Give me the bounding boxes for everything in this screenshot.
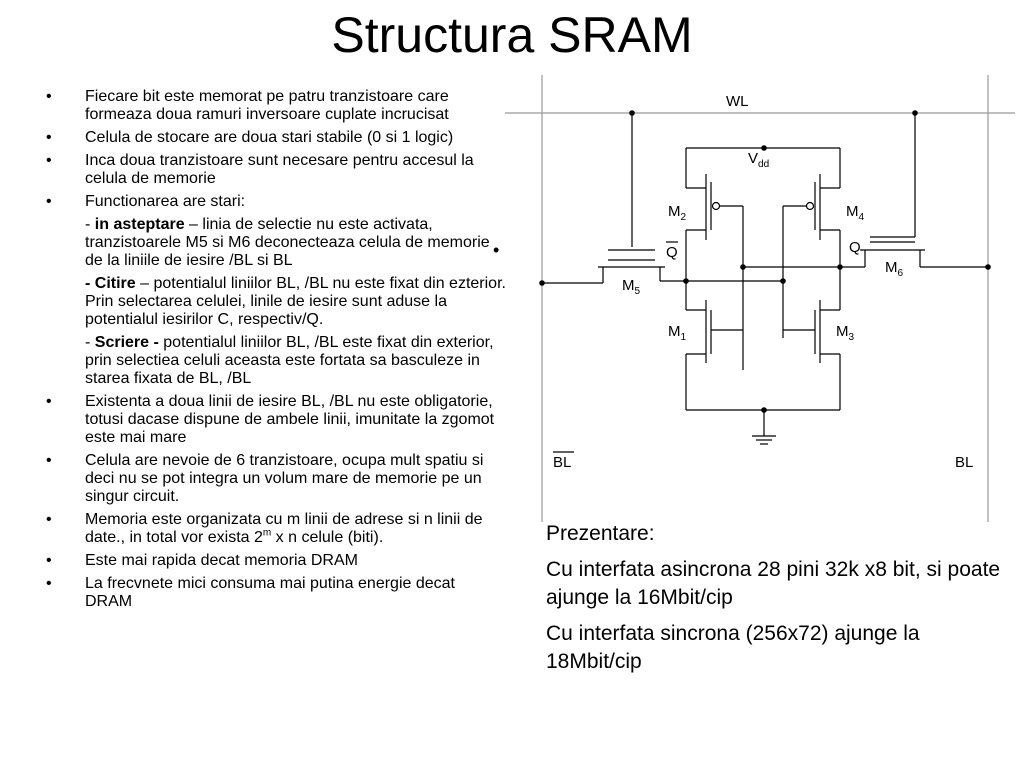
presentation-async: Cu interfata asincrona 28 pini 32k x8 bi…: [546, 558, 1001, 609]
m3-label: M3: [836, 323, 855, 343]
bullet-item: • Celula de stocare are doua stari stabil…: [46, 129, 506, 147]
bullet-item: • Memoria este organizata cu m linii de a…: [46, 511, 506, 547]
bullet-item: • Este mai rapida decat memoria DRAM: [46, 552, 506, 570]
vdd-label: Vdd: [748, 150, 769, 170]
sub-text: – potentialul liniilor BL, /BL nu este f…: [85, 275, 506, 328]
sub-text: – linia de selectie nu este activata, tr…: [85, 216, 490, 269]
bullet-item: • Celula are nevoie de 6 tranzistoare, oc…: [46, 452, 506, 506]
bullet-item: • Functionarea are stari:: [46, 193, 506, 211]
bullet-text: La frecvnete mici consuma mai putina ene…: [85, 575, 455, 610]
presentation-sync: Cu interfata sincrona (256x72) ajunge la…: [546, 622, 920, 673]
sub-item-read: - Citire – potentialul liniilor BL, /BL …: [46, 275, 506, 329]
bullet-text: Memoria este organizata cu m linii de ad…: [85, 511, 483, 546]
sub-item-standby: - in asteptare – linia de selectie nu es…: [46, 216, 506, 270]
m6-label: M6: [885, 259, 904, 279]
m4-label: M4: [846, 203, 865, 223]
bullet-text: Functionarea are stari:: [85, 193, 246, 210]
bullet-dot: •: [46, 152, 52, 169]
bullet-item: • Fiecare bit este memorat pe patru tranz…: [46, 88, 506, 124]
bl-label: BL: [955, 454, 973, 471]
bullet-text: Este mai rapida decat memoria DRAM: [85, 552, 358, 569]
bullet-dot: •: [46, 129, 52, 146]
m2-label: M2: [668, 203, 687, 223]
bl-bar-label: BL: [553, 454, 571, 471]
bullet-text: Celula de stocare are doua stari stabile…: [85, 129, 454, 146]
bullet-text: Inca doua tranzistoare sunt necesare pen…: [85, 152, 474, 187]
sub-bold: in asteptare: [94, 216, 185, 233]
bullet-text: Existenta a doua linii de iesire BL, /BL…: [85, 393, 495, 446]
bullet-item: • Inca doua tranzistoare sunt necesare pe…: [46, 152, 506, 188]
bullet-dot: •: [46, 511, 52, 528]
sram-cell-diagram: WL Vdd M2 M4 M1 M3 M5 M6 Q Q BL BL: [505, 75, 1015, 522]
sub-item-write: - Scriere - potentialul liniilor BL, /BL…: [46, 334, 506, 388]
presentation-heading: Prezentare:: [546, 522, 655, 545]
wl-label: WL: [726, 93, 749, 110]
sub-bold: Scriere -: [94, 334, 159, 351]
m5-label: M5: [622, 277, 641, 297]
sub-prefix: -: [85, 334, 95, 351]
superscript: m: [262, 527, 272, 539]
q-bar-label: Q: [666, 244, 678, 261]
bullet-dot: •: [46, 552, 52, 569]
bullet-dot: •: [46, 88, 52, 105]
bullet-dot: •: [46, 393, 52, 410]
presentation-text: Prezentare: Cu interfata asincrona 28 pi…: [546, 520, 1016, 684]
bullet-dot: •: [46, 575, 52, 592]
sub-text: potentialul liniilor BL, /BL este fixat …: [85, 334, 494, 387]
sub-bold: - Citire: [85, 275, 136, 292]
sub-prefix: -: [85, 216, 95, 233]
bullet-dot: •: [46, 452, 52, 469]
bullet-list: • Fiecare bit este memorat pe patru tranz…: [46, 88, 506, 616]
q-label: Q: [849, 239, 861, 256]
bullet-item: • La frecvnete mici consuma mai putina en…: [46, 575, 506, 611]
slide-title: Structura SRAM: [331, 7, 693, 63]
bullet-item: • Existenta a doua linii de iesire BL, /B…: [46, 393, 506, 447]
bullet-dot: •: [46, 193, 52, 210]
m1-label: M1: [668, 323, 687, 343]
stray-bullet-dot: •: [493, 240, 500, 260]
bullet-text: Fiecare bit este memorat pe patru tranzi…: [85, 88, 449, 123]
bullet-text: Celula are nevoie de 6 tranzistoare, ocu…: [85, 452, 484, 505]
bullet-text: x n celule (biti).: [271, 529, 384, 546]
